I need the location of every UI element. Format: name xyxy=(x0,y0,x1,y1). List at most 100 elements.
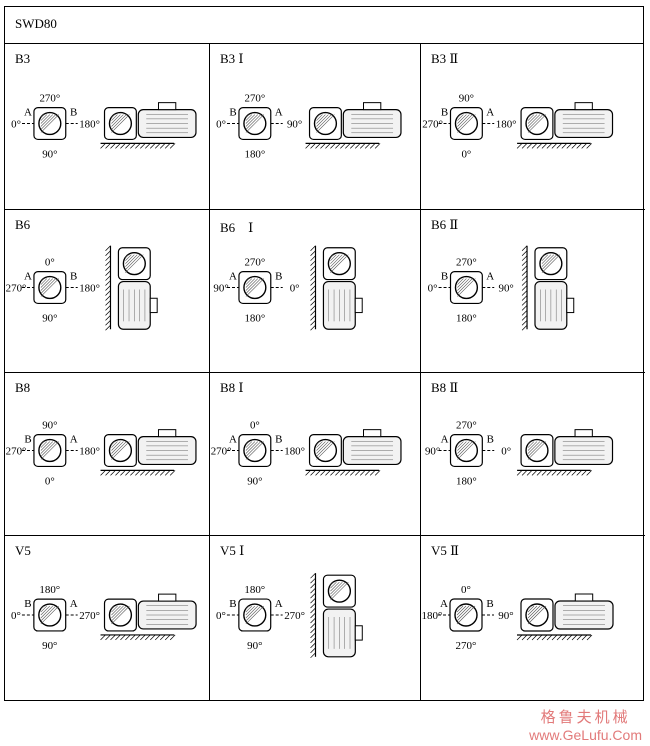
motor-side-view xyxy=(137,102,197,139)
angle-label: 0° xyxy=(290,282,300,294)
gearbox-side-view xyxy=(520,434,554,468)
port-label: A xyxy=(24,271,32,283)
angle-label: 180° xyxy=(456,475,477,487)
port-label: B xyxy=(229,598,236,610)
port-label: B xyxy=(275,271,282,283)
motor-side-view xyxy=(554,102,614,139)
mounting-surface xyxy=(516,634,593,641)
angle-label: 90° xyxy=(42,640,57,652)
angle-label: 180° xyxy=(496,118,517,130)
port-label: B xyxy=(275,434,282,446)
angle-label: 90° xyxy=(42,312,57,324)
gearbox-side-view xyxy=(520,598,554,632)
angle-label: 180° xyxy=(456,312,477,324)
gear-face-view xyxy=(33,271,67,305)
port-label: A xyxy=(275,598,283,610)
mounting-position-label: B3 Ⅰ xyxy=(220,51,244,66)
angle-label: 180° xyxy=(422,610,443,622)
port-label: A xyxy=(24,107,32,119)
angle-label: 90° xyxy=(247,475,262,487)
mounting-surface xyxy=(100,469,176,476)
port-label: A xyxy=(440,598,448,610)
angle-label: 90° xyxy=(498,610,513,622)
gear-face-view xyxy=(449,434,483,468)
mounting-position-label: V5 Ⅰ xyxy=(220,543,245,558)
angle-label: 270° xyxy=(79,610,100,622)
angle-label: 270° xyxy=(284,610,305,622)
angle-label: 180° xyxy=(244,148,265,160)
motor-side-view xyxy=(554,593,614,630)
angle-label: 180° xyxy=(79,445,100,457)
port-label: A xyxy=(441,434,449,446)
mounting-surface xyxy=(100,142,176,149)
port-label: B xyxy=(229,107,236,119)
angle-label: 270° xyxy=(244,93,265,105)
angle-label: 0° xyxy=(45,475,55,487)
angle-label: 270° xyxy=(39,93,60,105)
motor-side-view xyxy=(342,429,402,466)
angle-label: 270° xyxy=(456,420,477,432)
angle-label: 180° xyxy=(244,312,265,324)
mounting-position-label: B6 Ⅰ xyxy=(220,220,254,235)
mounting-surface xyxy=(310,572,317,659)
gear-face-view xyxy=(33,434,67,468)
gearbox-side-view xyxy=(103,598,137,632)
gearbox-side-view xyxy=(103,107,137,141)
port-label: A xyxy=(486,107,494,119)
port-label: A xyxy=(229,434,237,446)
motor-side-view xyxy=(117,280,158,330)
angle-label: 0° xyxy=(428,282,438,294)
port-label: B xyxy=(487,434,494,446)
port-label: B xyxy=(24,598,31,610)
angle-label: 270° xyxy=(6,445,27,457)
motor-side-view xyxy=(534,280,575,330)
gearbox-side-view xyxy=(322,247,356,281)
gearbox-side-view xyxy=(534,247,568,281)
mounting-surface xyxy=(516,469,592,476)
angle-label: 180° xyxy=(284,445,305,457)
gear-face-view xyxy=(449,107,483,141)
gearbox-side-view xyxy=(322,574,356,608)
mounting-position-label: B8 Ⅰ xyxy=(220,380,244,395)
mounting-surface xyxy=(305,142,381,149)
mounting-position-label: B3 xyxy=(15,51,31,66)
port-label: A xyxy=(275,107,283,119)
angle-label: 0° xyxy=(11,610,21,622)
watermark: 格鲁夫机械 www.GeLufu.Com xyxy=(529,706,642,743)
angle-label: 90° xyxy=(42,420,57,432)
angle-label: 0° xyxy=(461,148,471,160)
mounting-position-label: B6 Ⅱ xyxy=(431,217,459,232)
gear-face-view xyxy=(449,271,483,305)
angle-label: 0° xyxy=(45,257,55,269)
port-label: B xyxy=(70,271,77,283)
watermark-url: www.GeLufu.Com xyxy=(529,727,642,743)
gearbox-side-view xyxy=(308,107,342,141)
angle-label: 270° xyxy=(211,445,232,457)
gear-face-view xyxy=(238,434,272,468)
angle-label: 180° xyxy=(79,282,100,294)
mounting-position-label: B8 Ⅱ xyxy=(431,380,459,395)
angle-label: 270° xyxy=(456,640,477,652)
table-header: SWD80 xyxy=(5,7,643,44)
motor-side-view xyxy=(322,608,363,658)
angle-label: 90° xyxy=(213,282,228,294)
motor-side-view xyxy=(137,593,197,630)
